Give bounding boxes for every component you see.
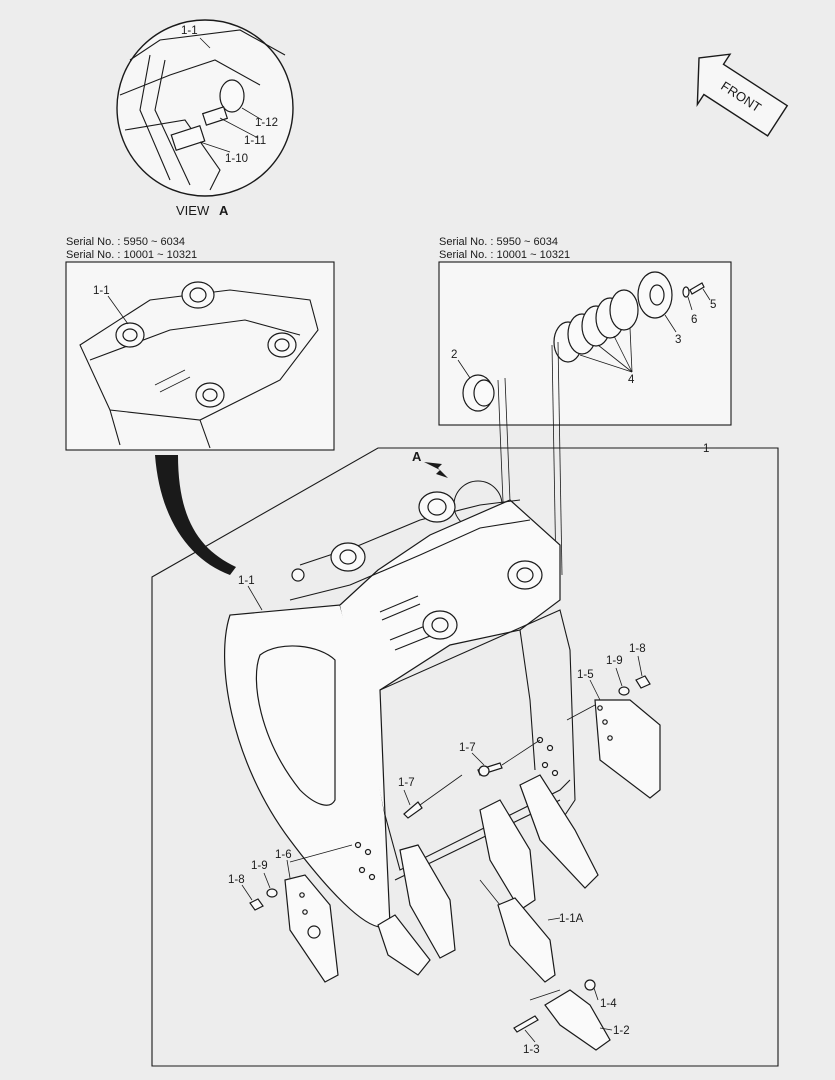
view-a-label-1-10: 1-10 <box>225 153 248 165</box>
label-washer-left: 1-9 <box>251 860 268 872</box>
left-serial-1: Serial No. : 5950 ~ 6034 <box>66 236 185 248</box>
main-box-label-1: 1 <box>703 443 709 455</box>
right-serial-2: Serial No. : 10001 ~ 10321 <box>439 249 570 261</box>
label-bolt-upper: 1-7 <box>459 742 476 754</box>
front-arrow-icon: FRONT <box>696 53 789 137</box>
left-serial-2: Serial No. : 10001 ~ 10321 <box>66 249 197 261</box>
label-nut-right: 1-8 <box>629 643 646 655</box>
right-box-label-2: 2 <box>451 349 457 361</box>
right-box-label-3: 3 <box>675 334 681 346</box>
view-a-letter: A <box>219 203 229 218</box>
label-adapter: 1-1A <box>559 913 584 925</box>
view-a-label-1-12: 1-12 <box>255 117 278 129</box>
label-pin: 1-3 <box>523 1044 540 1056</box>
view-a-title: VIEW <box>176 203 210 218</box>
right-box-label-6: 6 <box>691 314 697 326</box>
right-serial-box: Serial No. : 5950 ~ 6034 Serial No. : 10… <box>438 236 732 426</box>
label-nut-left: 1-8 <box>228 874 245 886</box>
left-serial-box: Serial No. : 5950 ~ 6034 Serial No. : 10… <box>65 236 335 451</box>
view-a-label-1-1: 1-1 <box>181 25 198 37</box>
right-serial-1: Serial No. : 5950 ~ 6034 <box>439 236 558 248</box>
right-box-label-4: 4 <box>628 374 635 386</box>
label-washer-right: 1-9 <box>606 655 623 667</box>
view-a-detail: 1-1 1-12 1-11 1-10 VIEW A <box>116 19 294 218</box>
label-lock: 1-4 <box>600 998 617 1010</box>
right-box-label-5: 5 <box>710 299 716 311</box>
main-arrow-label-a: A <box>412 449 422 464</box>
view-a-label-1-11: 1-11 <box>244 135 266 147</box>
label-tooth: 1-2 <box>613 1025 630 1037</box>
main-bucket-assembly: 1 A <box>151 443 779 1067</box>
label-bolt-lower: 1-7 <box>398 777 415 789</box>
label-side-cutter-right: 1-5 <box>577 669 594 681</box>
left-box-label-1-1: 1-1 <box>93 285 110 297</box>
label-side-cutter-left: 1-6 <box>275 849 292 861</box>
label-bucket: 1-1 <box>238 575 255 587</box>
